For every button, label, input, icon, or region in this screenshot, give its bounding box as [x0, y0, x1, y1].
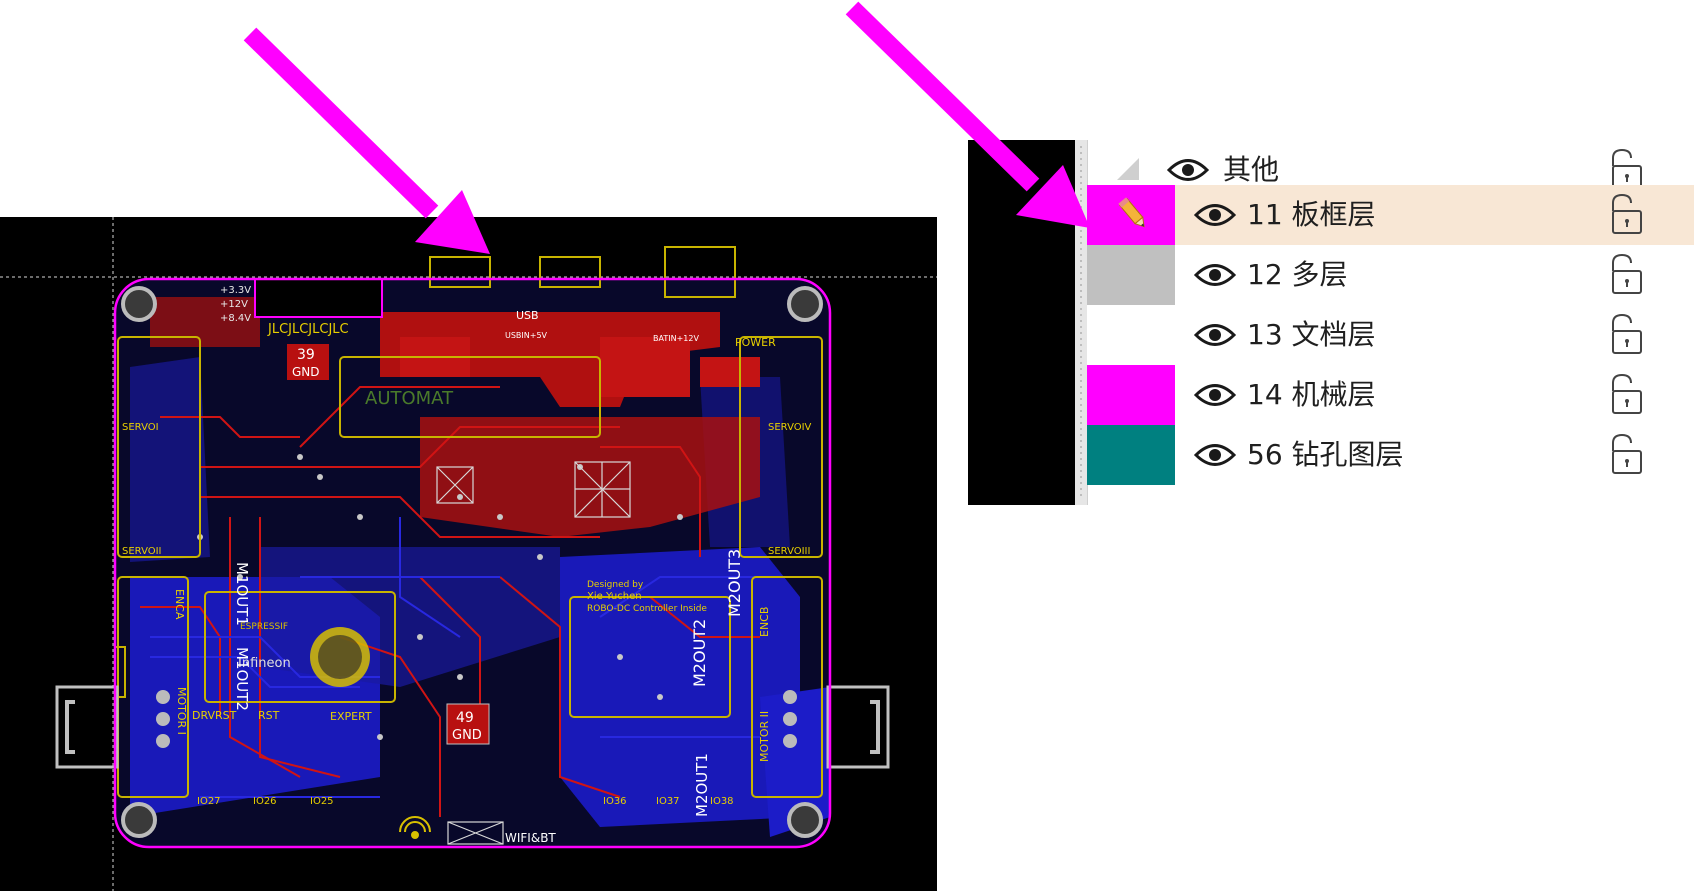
pad-49-number: 49: [456, 710, 474, 726]
silk-batin: BATIN+12V: [653, 334, 699, 343]
top-pour-top: [380, 312, 720, 407]
wifi-icon: [399, 816, 431, 839]
silk-12v: +12V: [220, 299, 248, 310]
silk-expert: EXPERT: [330, 710, 372, 723]
silk-io27: IO27: [197, 796, 221, 807]
silk-motor-ii: MOTOR II: [758, 711, 771, 762]
silk-io36: IO36: [603, 796, 627, 807]
eye-icon[interactable]: [1194, 442, 1236, 468]
unlock-icon[interactable]: [1607, 253, 1643, 297]
silk-3v3: +3.3V: [220, 285, 251, 296]
pad-39-number: 39: [297, 347, 315, 363]
silk-m2out1: M2OUT1: [693, 753, 711, 817]
silk-enca: ENCA: [173, 589, 186, 620]
silk-servo2: SERVOII: [122, 546, 162, 557]
silk-servo1: SERVOI: [122, 422, 159, 433]
silk-designed-by: Designed by: [587, 580, 644, 590]
eye-icon[interactable]: [1167, 157, 1209, 183]
bottom-pour-right: [560, 547, 800, 827]
silk-m2out2: M2OUT2: [690, 619, 709, 687]
silk-author: Xie Yuchen: [587, 591, 642, 602]
eye-icon[interactable]: [1194, 262, 1236, 288]
silk-espressif: ESPRESSIF: [240, 622, 288, 632]
pencil-icon: [1118, 197, 1145, 228]
silk-io26: IO26: [253, 796, 277, 807]
layer-label: 14 机械层: [1247, 378, 1376, 411]
silk-m1out1: M1OUT1: [233, 562, 251, 626]
servo-connector-left: [117, 336, 201, 558]
pcb-board-view: JLCJLCJLCJLC +3.3V +12V +8.4V USB USBIN+…: [0, 217, 937, 891]
silk-io37: IO37: [656, 796, 680, 807]
layer-label: 13 文档层: [1247, 318, 1376, 351]
layer-row-56[interactable]: 56 钻孔图层: [1087, 425, 1694, 485]
layer-group-label: 其他: [1223, 153, 1280, 186]
pad-39: [287, 344, 329, 380]
silk-servo3: SERVOIII: [768, 546, 810, 557]
silk-wifi-bt: WIFI&BT: [505, 831, 556, 845]
silk-usb-5v: USBIN+5V: [505, 331, 548, 340]
layer-label: 12 多层: [1247, 258, 1348, 291]
pad-39-gnd: GND: [292, 365, 320, 379]
silk-rst: RST: [258, 709, 280, 722]
silk-infineon: Infineon: [238, 656, 291, 671]
layer-color-swatch[interactable]: [1087, 365, 1175, 425]
silk-drvrst: DRVRST: [192, 709, 237, 722]
layer-panel: 其他 11 板框层: [1075, 140, 1694, 505]
servo-connector-right: [739, 336, 823, 558]
arrow-left-shaft: [243, 27, 439, 219]
layer-color-swatch[interactable]: [1087, 245, 1175, 305]
layer-label: 11 板框层: [1247, 198, 1376, 231]
collapse-triangle-icon[interactable]: [1117, 158, 1139, 180]
esp32-outline: [204, 591, 396, 703]
layer-color-swatch[interactable]: [1087, 425, 1175, 485]
board-outline: [113, 277, 832, 849]
silk-m1out2: M1OUT2: [233, 647, 251, 711]
layer-row-11[interactable]: 11 板框层: [1087, 185, 1694, 245]
unlock-icon[interactable]: [1607, 313, 1643, 357]
eye-icon[interactable]: [1194, 382, 1236, 408]
unlock-icon[interactable]: [1607, 433, 1643, 477]
pcb-canvas[interactable]: JLCJLCJLCJLC +3.3V +12V +8.4V USB USBIN+…: [0, 217, 937, 891]
layer-panel-canvas-edge: [968, 140, 1075, 505]
silk-motor-i: MOTOR I: [175, 687, 188, 735]
pad-49-chip: [446, 703, 490, 745]
layer-row-14[interactable]: 14 机械层: [1087, 365, 1694, 425]
silk-power: POWER: [735, 336, 776, 349]
pad-49-gnd: GND: [452, 728, 482, 743]
eye-icon[interactable]: [1194, 322, 1236, 348]
layer-group-other[interactable]: 其他: [1087, 140, 1694, 200]
eye-icon[interactable]: [1194, 202, 1236, 228]
layer-label: 56 钻孔图层: [1247, 438, 1404, 471]
silk-io38: IO38: [710, 796, 734, 807]
layer-color-swatch[interactable]: [1087, 305, 1175, 365]
silk-encb: ENCB: [758, 607, 771, 637]
unlock-icon[interactable]: [1607, 373, 1643, 417]
silk-m2out3: M2OUT3: [725, 549, 744, 617]
silk-8v4: +8.4V: [220, 313, 251, 324]
silk-automat: AUTOMAT: [365, 388, 454, 409]
silk-jlc: JLCJLCJLCJLC: [267, 322, 349, 337]
silk-controller: ROBO-DC Controller Inside: [587, 604, 707, 614]
mounting-holes: [121, 286, 823, 838]
silk-io25: IO25: [310, 796, 334, 807]
layer-row-12[interactable]: 12 多层: [1087, 245, 1694, 305]
silk-servo4: SERVOIV: [768, 422, 812, 433]
silk-usb: USB: [516, 309, 539, 322]
unlock-icon[interactable]: [1607, 193, 1643, 237]
layer-row-13[interactable]: 13 文档层: [1087, 305, 1694, 365]
